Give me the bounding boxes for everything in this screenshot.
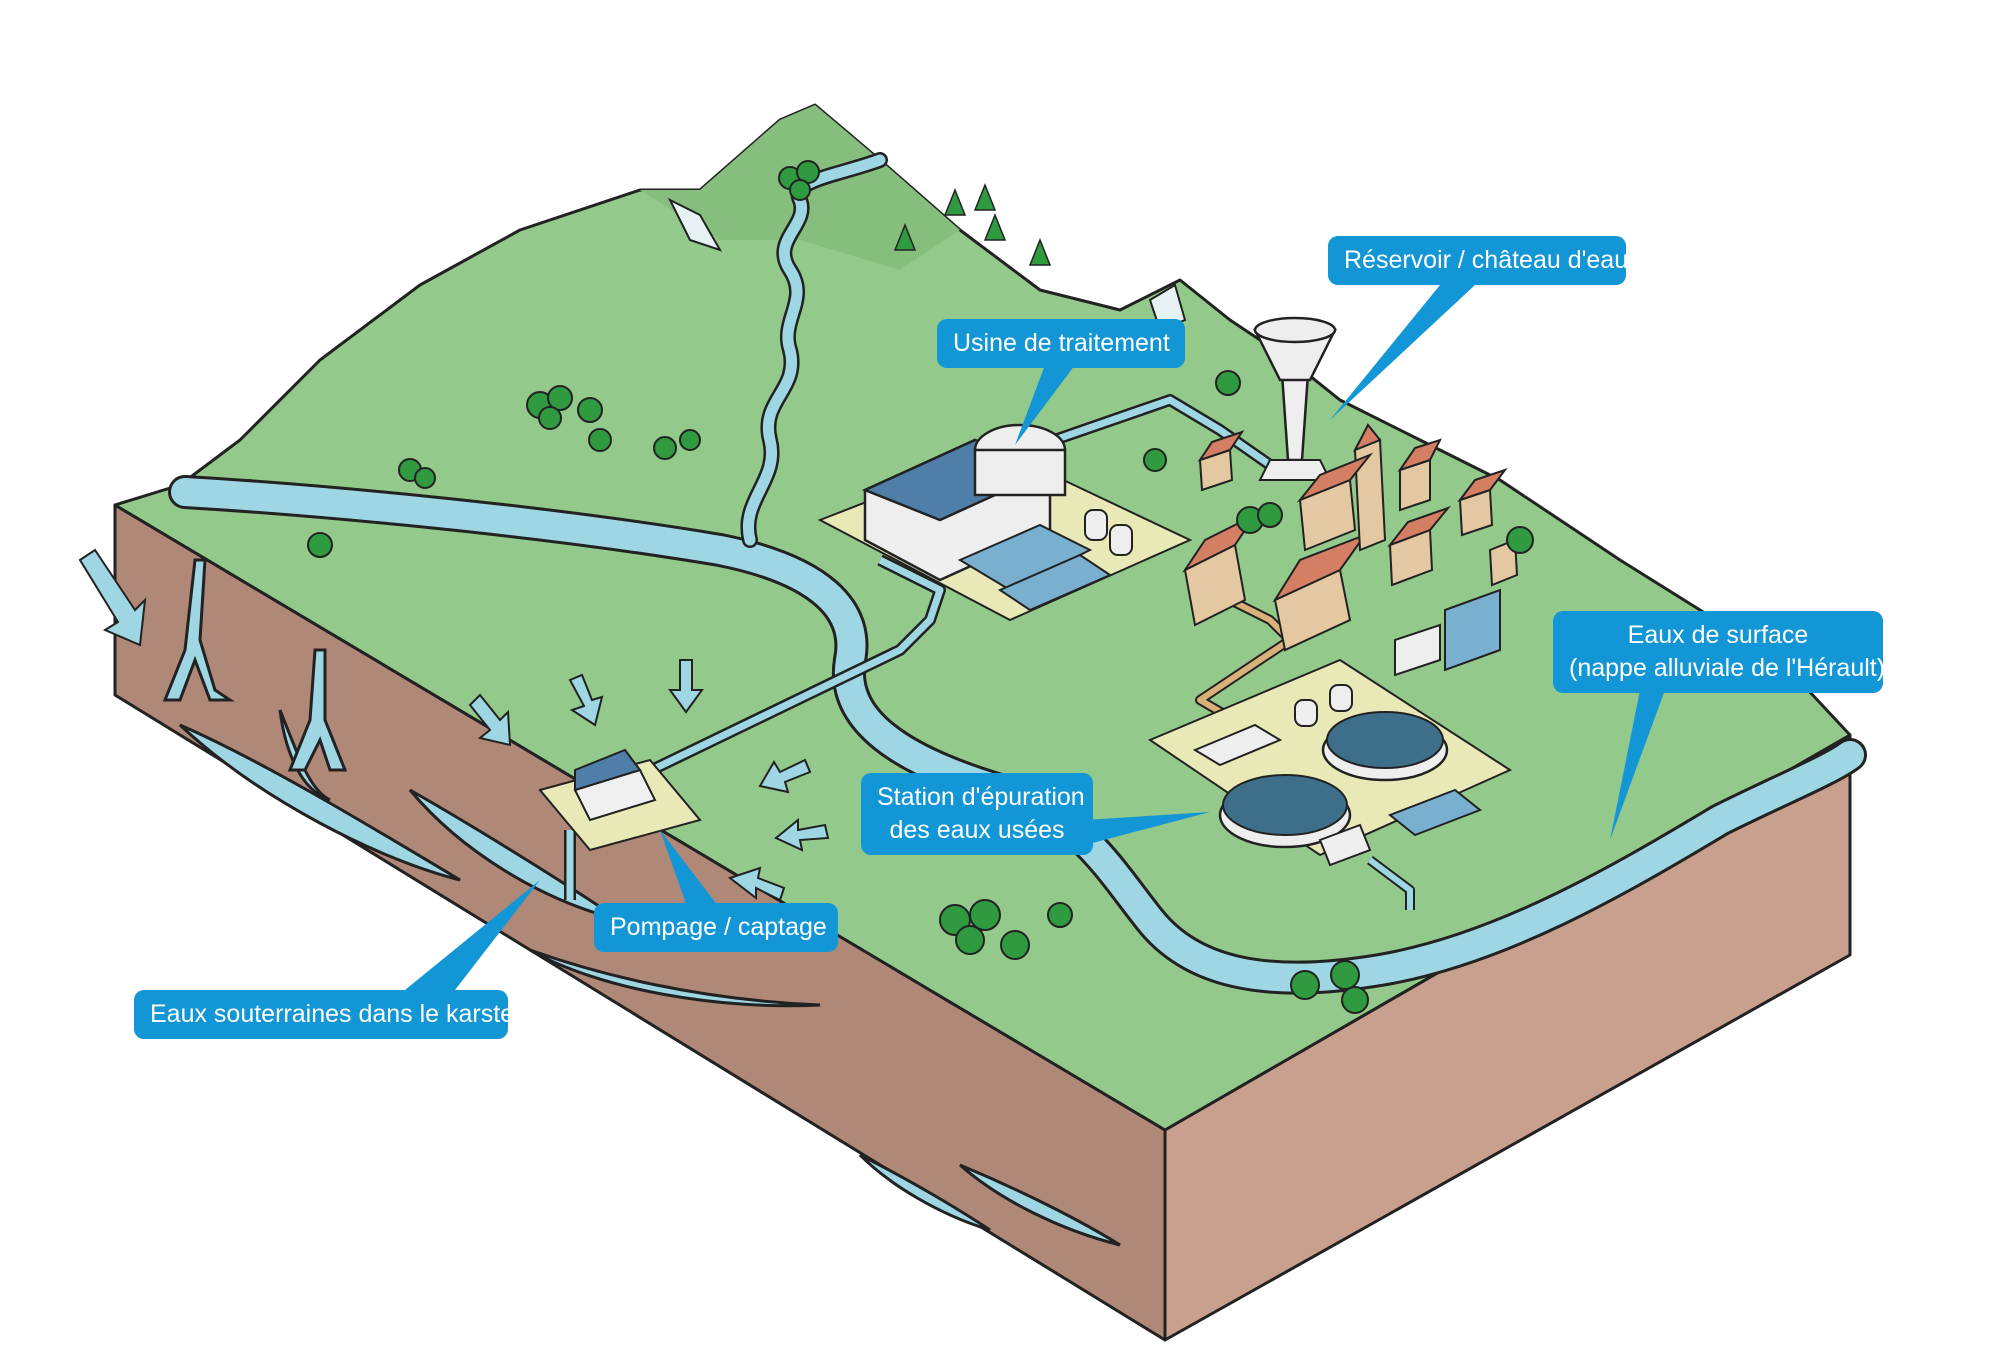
village [1182, 423, 1519, 677]
trees [307, 160, 1534, 1014]
label-pumping: Pompage / captage [594, 903, 838, 952]
water-tower [1252, 316, 1338, 481]
label-surface-water: Eaux de surface (nappe alluviale de l'Hé… [1553, 611, 1886, 693]
label-surface-water-line2: (nappe alluviale de l'Hérault) [1569, 654, 1886, 682]
label-wastewater-station: Station d'épuration des eaux usées [861, 773, 1093, 855]
pumping-station [538, 748, 702, 852]
label-reservoir: Réservoir / château d'eau [1328, 236, 1628, 285]
wastewater-station [1147, 658, 1513, 867]
label-surface-water-line1: Eaux de surface [1627, 621, 1809, 649]
infiltration-arrows [78, 548, 830, 902]
label-wastewater-line1: Station d'épuration [877, 783, 1085, 811]
treatment-plant [817, 423, 1193, 622]
label-groundwater-karst: Eaux souterraines dans le karste [134, 990, 514, 1039]
label-wastewater-line2: des eaux usées [889, 816, 1065, 844]
conifers [893, 182, 1052, 266]
label-treatment-plant: Usine de traitement [937, 319, 1185, 368]
karst-conduits [162, 558, 348, 772]
callout-pointers [405, 285, 1665, 990]
rock-cliff [667, 197, 723, 252]
grass-terrain [113, 103, 1852, 1132]
